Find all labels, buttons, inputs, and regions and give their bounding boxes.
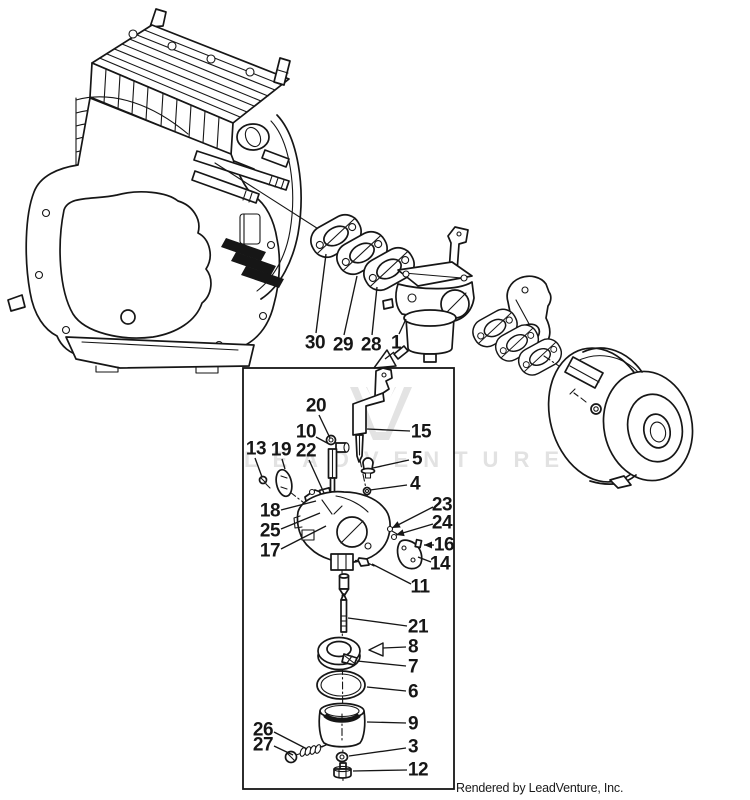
part-callout-1: 1 <box>390 332 402 354</box>
part-callout-5: 5 <box>411 448 423 470</box>
float-callout-arrow <box>368 642 384 657</box>
part-callout-8: 8 <box>407 636 419 658</box>
part-callout-20: 20 <box>305 395 327 417</box>
part-callout-7: 7 <box>407 656 419 678</box>
main-jet <box>340 593 348 633</box>
head-fins-top <box>98 29 283 118</box>
bowl-bolt <box>354 557 375 567</box>
render-credit: Rendered by LeadVenture, Inc. <box>456 781 624 795</box>
bowl-screw <box>333 762 352 779</box>
part-callout-28: 28 <box>360 334 382 356</box>
float-ring <box>317 636 361 671</box>
part-callout-18: 18 <box>259 500 281 522</box>
valve-clip <box>362 486 372 496</box>
detail-box <box>242 367 455 790</box>
part-callout-12: 12 <box>407 759 429 781</box>
bowl-gasket <box>316 670 366 700</box>
part-callout-9: 9 <box>407 713 419 735</box>
part-callout-23: 23 <box>431 494 453 516</box>
float-valve <box>360 457 376 479</box>
leader-lines <box>254 253 434 772</box>
part-callout-4: 4 <box>409 473 421 495</box>
part-callout-15: 15 <box>410 421 432 443</box>
part-callout-30: 30 <box>304 332 326 354</box>
part-callout-25: 25 <box>259 520 281 542</box>
part-callout-29: 29 <box>332 334 354 356</box>
crankcase-cover-outline <box>59 191 212 339</box>
part-callout-26: 26 <box>252 719 274 741</box>
leader-arrowhead <box>424 541 432 549</box>
air-cleaner-assembly <box>547 347 694 489</box>
part-callout-24: 24 <box>431 512 453 534</box>
part-callout-19: 19 <box>270 439 292 461</box>
float-bowl-detail <box>318 702 366 748</box>
carburetor-assembly <box>382 226 475 363</box>
part-callout-13: 13 <box>245 438 267 460</box>
part-callout-27: 27 <box>252 734 274 756</box>
drain-nut <box>335 751 349 763</box>
carb-top-flange <box>397 261 473 287</box>
air-cleaner-face <box>602 370 694 482</box>
carburetor-mounting-studs <box>191 150 335 240</box>
leader-arrowhead <box>392 521 401 528</box>
intake-gaskets <box>310 213 415 292</box>
gasket-right-3 <box>517 338 563 376</box>
part-callout-11: 11 <box>410 576 430 598</box>
part-callout-21: 21 <box>407 616 429 638</box>
engine-assembly-drawing <box>7 8 335 374</box>
part-callout-14: 14 <box>429 553 451 575</box>
part-callout-17: 17 <box>259 540 281 562</box>
part-callout-10: 10 <box>295 421 317 443</box>
pilot-screw <box>258 475 271 489</box>
part-callout-22: 22 <box>295 440 317 462</box>
leader-arrowhead <box>396 529 405 537</box>
choke-lever <box>447 226 469 273</box>
throttle-screws <box>386 525 398 541</box>
part-callout-16: 16 <box>433 534 455 556</box>
choke-link-rod <box>352 367 393 463</box>
part-callout-3: 3 <box>407 736 419 758</box>
air-cleaner-gaskets-bracket <box>472 275 593 389</box>
air-cleaner-clip <box>564 356 604 389</box>
inlet-fitting <box>325 434 350 493</box>
part-callout-6: 6 <box>407 681 419 703</box>
plate-screw <box>414 538 423 549</box>
main-nozzle <box>338 573 350 597</box>
cover-plate <box>275 468 293 498</box>
head-studs <box>128 29 291 86</box>
gasket-28 <box>363 246 415 292</box>
watermark-text: LEADVENTURE <box>244 447 575 472</box>
fuel-inlet <box>382 298 394 310</box>
